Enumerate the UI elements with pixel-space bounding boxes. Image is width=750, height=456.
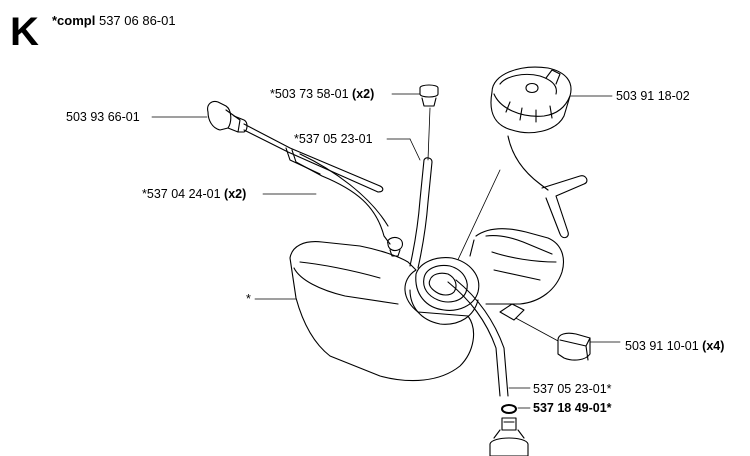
quantity: (x2) [352,87,375,101]
assembly-prefix: *compl [52,13,96,28]
callout-hose-pair: *537 04 24-01 (x2) [142,186,246,202]
part-number: 503 91 18-02 [616,89,690,103]
assembly-part-number: 537 06 86-01 [98,13,176,28]
part-number: 503 93 66-01 [66,110,140,124]
part-number: * [246,292,251,306]
part-number: 503 91 10-01 [625,339,699,353]
callout-fuel-tank: * [246,291,251,307]
part-number: *537 05 23-01 [294,132,373,146]
callout-damper: 503 91 10-01 (x4) [625,338,724,354]
filter-fitting [207,100,391,245]
fuel-filter [489,417,529,456]
part-number: 537 18 49-01* [533,401,612,415]
callout-filler-plug: *503 73 58-01 (x2) [270,86,374,102]
part-number: *537 04 24-01 [142,187,221,201]
damper-block [557,332,591,361]
fuel-hose [447,279,509,397]
fuel-tank [289,228,565,382]
filler-plug [419,84,439,107]
part-number: 537 05 23-01* [533,382,612,396]
callout-fuel-hose: 537 05 23-01* [533,381,612,397]
quantity: (x4) [702,339,725,353]
quantity: (x2) [224,187,247,201]
assembly-number: *compl 537 06 86-01 [52,13,176,29]
fuel-cap [490,66,588,239]
callout-o-ring: 537 18 49-01* [533,400,612,416]
o-ring [501,404,517,414]
section-letter: K [10,10,39,54]
breather-hose [409,157,433,269]
callout-fuel-cap: 503 91 18-02 [616,88,690,104]
callout-filter-fitting: 503 93 66-01 [66,109,140,125]
callout-breather-hose: *537 05 23-01 [294,131,373,147]
part-number: *503 73 58-01 [270,87,349,101]
